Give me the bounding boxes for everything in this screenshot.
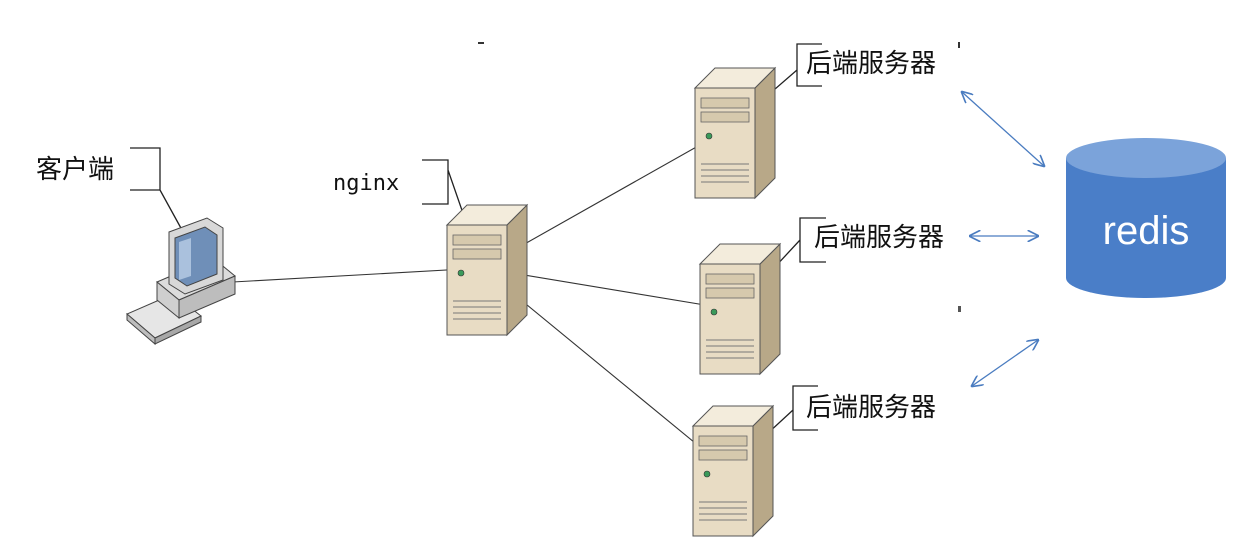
backend-server-bottom-icon	[692, 405, 774, 537]
stray-mark	[958, 42, 960, 48]
stray-mark	[958, 306, 961, 312]
backend-server-top-label: 后端服务器	[806, 49, 936, 79]
arrow-backend-bottom-redis	[972, 340, 1038, 386]
redis-arrows	[962, 92, 1044, 386]
link-client-nginx	[214, 267, 483, 284]
client-computer-icon	[126, 217, 236, 346]
nginx-server-icon	[446, 204, 528, 336]
redis-database-icon: redis	[1066, 138, 1226, 298]
backend-server-mid-label: 后端服务器	[814, 223, 944, 253]
arrow-backend-top-redis	[962, 92, 1044, 166]
backend-server-top-icon	[694, 67, 776, 199]
nginx-label: nginx	[333, 171, 399, 196]
client-label: 客户端	[36, 155, 114, 185]
redis-label: redis	[1103, 209, 1190, 253]
stray-mark	[478, 42, 484, 44]
callout-client	[130, 147, 183, 231]
backend-server-mid-icon	[699, 243, 781, 375]
backend-server-bottom-label: 后端服务器	[806, 393, 936, 423]
